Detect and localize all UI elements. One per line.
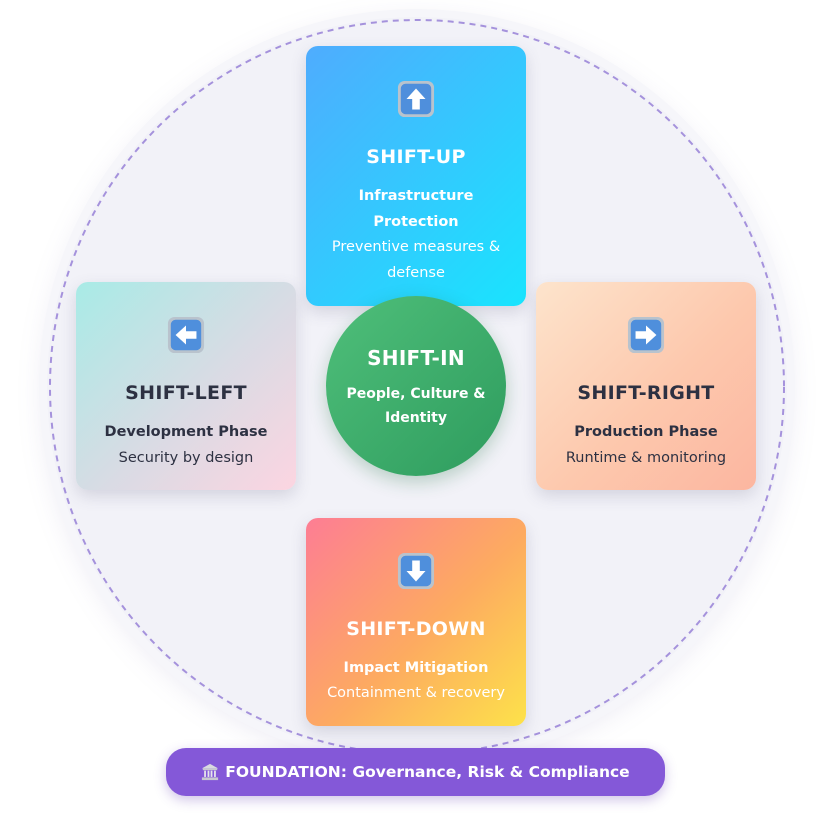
shift-up-title: SHIFT-UP [366, 146, 466, 168]
shift-in-circle: SHIFT-IN People, Culture & Identity [326, 296, 506, 476]
shift-up-desc-line2: defense [387, 265, 445, 281]
foundation-label: FOUNDATION: Governance, Risk & Complianc… [225, 763, 630, 781]
arrow-left-icon [167, 316, 205, 354]
shift-down-card: SHIFT-DOWN Impact Mitigation Containment… [306, 518, 526, 726]
shift-in-subtitle: People, Culture & Identity [344, 382, 488, 430]
shift-up-subtitle-line1: Infrastructure [358, 188, 474, 204]
arrow-right-icon [627, 316, 665, 354]
shift-up-card: SHIFT-UP Infrastructure Protection Preve… [306, 46, 526, 306]
shift-left-card: SHIFT-LEFT Development Phase Security by… [76, 282, 296, 490]
shift-down-desc: Containment & recovery [327, 685, 505, 701]
shift-right-title: SHIFT-RIGHT [577, 382, 715, 404]
shift-down-subtitle: Impact Mitigation [343, 660, 489, 676]
shift-left-desc: Security by design [118, 450, 254, 466]
classical-building-icon [202, 763, 219, 781]
shift-left-title: SHIFT-LEFT [125, 382, 247, 404]
shift-left-subtitle: Development Phase [104, 424, 268, 440]
shift-in-subtitle-line1: People, Culture & [346, 386, 486, 402]
shift-right-subtitle: Production Phase [574, 424, 718, 440]
foundation-banner: FOUNDATION: Governance, Risk & Complianc… [166, 748, 665, 796]
arrow-down-icon [397, 552, 435, 590]
shift-up-desc-line1: Preventive measures & [331, 239, 501, 255]
shift-in-title: SHIFT-IN [367, 346, 465, 370]
shift-up-subtitle-line2: Protection [373, 214, 459, 230]
shift-right-desc: Runtime & monitoring [565, 450, 727, 466]
shift-in-subtitle-line2: Identity [384, 410, 447, 426]
arrow-up-icon [397, 80, 435, 118]
shift-right-card: SHIFT-RIGHT Production Phase Runtime & m… [536, 282, 756, 490]
shift-down-title: SHIFT-DOWN [346, 618, 486, 640]
